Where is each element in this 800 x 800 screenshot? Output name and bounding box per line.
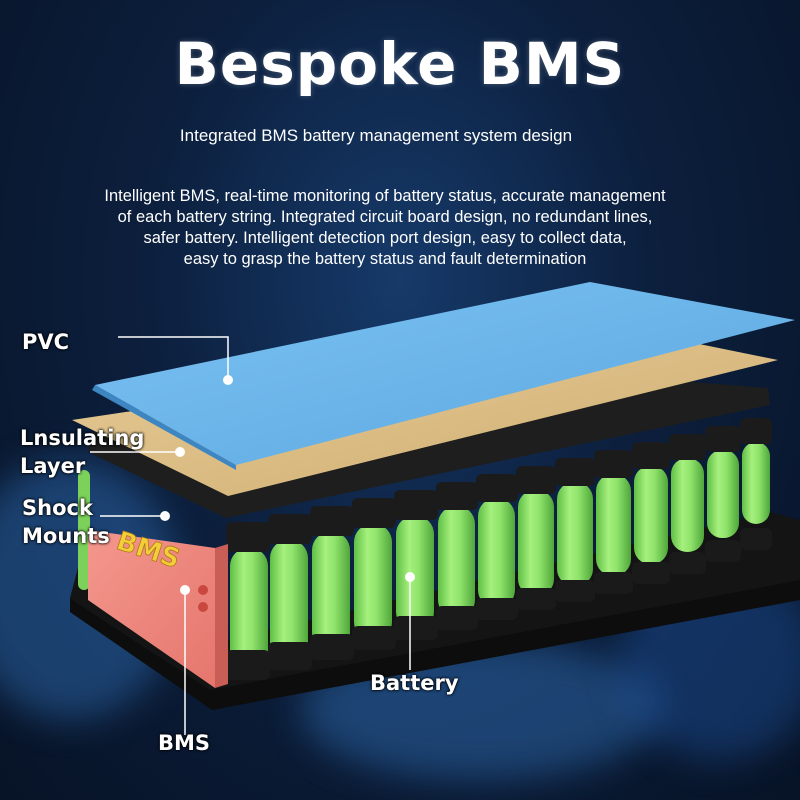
page-title: Bespoke BMS [174,30,626,98]
callout-insulating-layer: Lnsulating Layer [20,424,144,480]
battery-cell [230,548,268,668]
page-subtitle: Integrated BMS battery management system… [179,126,573,145]
battery-cell [557,482,593,586]
battery-cells [230,442,770,668]
callout-battery: Battery [370,671,459,695]
description-line: Intelligent BMS, real-time monitoring of… [104,187,666,205]
callout-bms: BMS [158,731,211,755]
pvc-sheet [95,282,795,465]
battery-cell [438,506,475,618]
bms-port [198,585,208,595]
pvc-dot [223,375,233,385]
callout-leaders [90,336,411,735]
shock-mount-dot [160,511,170,521]
battery-cell [312,532,350,650]
callout-shock-mounts: Shock Mounts [22,494,110,550]
bms-port [198,602,208,612]
bms-board [88,530,215,688]
battery-cell [478,498,515,608]
battery-cell [270,540,308,660]
callout-pvc: PVC [22,330,70,354]
battery-cell [518,490,554,596]
description: Intelligent BMS, real-time monitoring of… [40,186,730,270]
bms-board-edge [215,544,228,688]
battery-cell [634,466,668,564]
bottom-holder-caps [226,528,772,680]
battery-cell [671,458,704,552]
description-line: easy to grasp the battery status and fau… [183,250,587,268]
battery-cell [596,474,631,576]
cell-holder-caps [226,418,772,552]
callout-insulating-line2: Layer [20,454,86,478]
callout-insulating-line1: Lnsulating [20,426,145,450]
battery-cell [354,524,392,640]
callout-shock-line2: Mounts [22,524,110,548]
description-line: safer battery. Intelligent detection por… [143,229,627,247]
insulating-dot [175,447,185,457]
battery-cell [396,516,434,630]
battery-dot [405,572,415,582]
callout-dots [160,375,415,595]
bms-dot [180,585,190,595]
battery-cell [707,450,739,538]
description-line: of each battery string. Integrated circu… [117,208,653,226]
callout-shock-line1: Shock [22,496,93,520]
battery-cell [78,470,90,590]
battery-cell [742,442,770,524]
pvc-sheet-edge [92,385,236,470]
